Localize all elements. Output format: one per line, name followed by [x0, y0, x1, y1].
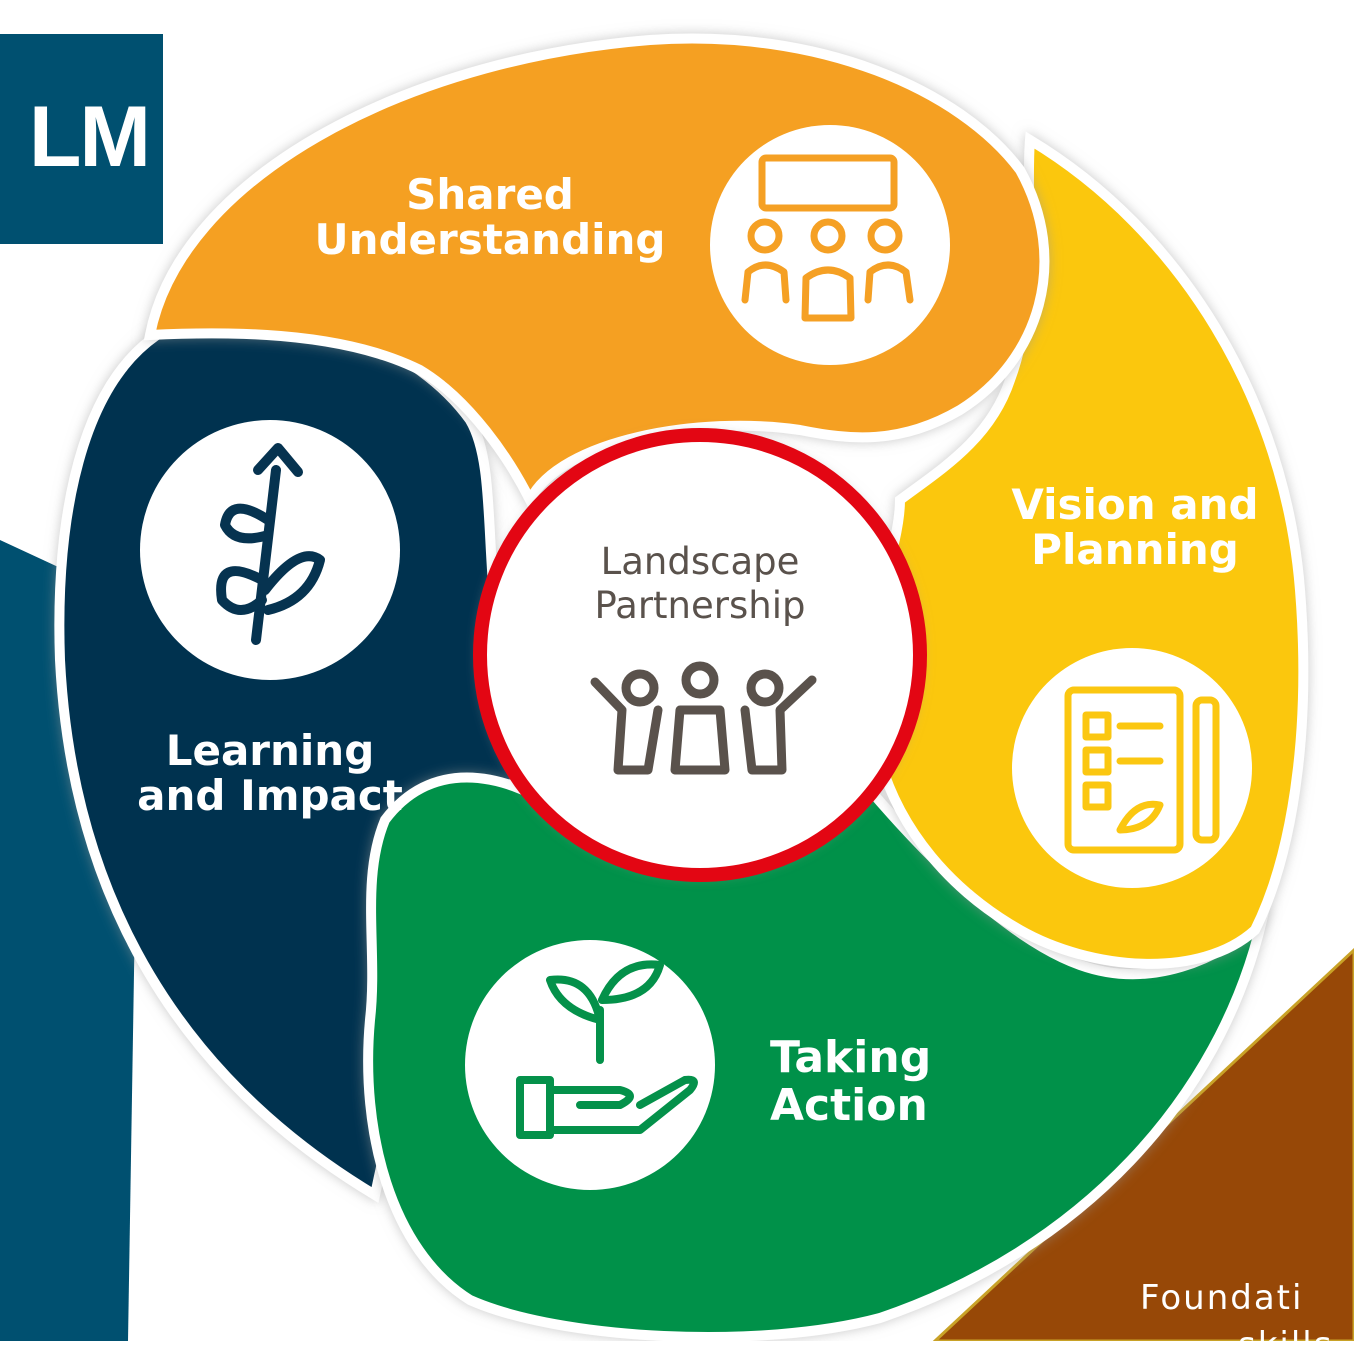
label-learning-and-impact: Learning and Impact	[110, 728, 430, 819]
label-vision-line1: Vision and	[1011, 480, 1259, 529]
label-shared-understanding: Shared Understanding	[300, 172, 680, 263]
title-banner: LM	[0, 34, 163, 244]
label-center-line2: Partnership	[594, 584, 806, 628]
title-fragment: LM	[28, 89, 151, 185]
plan-checklist-icon	[1012, 648, 1252, 888]
corner-panel-text-line1: Foundati	[1140, 1278, 1304, 1318]
group-meeting-icon	[710, 125, 950, 365]
hand-seedling-icon	[465, 940, 715, 1190]
growth-plant-icon	[140, 420, 400, 680]
people-group-icon	[590, 661, 817, 775]
label-taking-action: Taking Action	[770, 1034, 980, 1129]
label-vision-line2: Planning	[1031, 525, 1239, 575]
label-taking-line2: Action	[770, 1079, 928, 1131]
label-learning-line2: and Impact	[137, 771, 403, 821]
center-hub	[473, 428, 927, 882]
corner-panel-text-line2: skills	[1238, 1325, 1334, 1365]
label-vision-and-planning: Vision and Planning	[970, 482, 1300, 573]
label-shared-line2: Understanding	[314, 215, 666, 265]
label-learning-line1: Learning	[165, 726, 375, 775]
label-landscape-partnership: Landscape Partnership	[520, 540, 880, 629]
label-taking-line1: Taking	[770, 1032, 932, 1083]
label-shared-line1: Shared	[406, 170, 574, 219]
label-center-line1: Landscape	[600, 540, 800, 583]
